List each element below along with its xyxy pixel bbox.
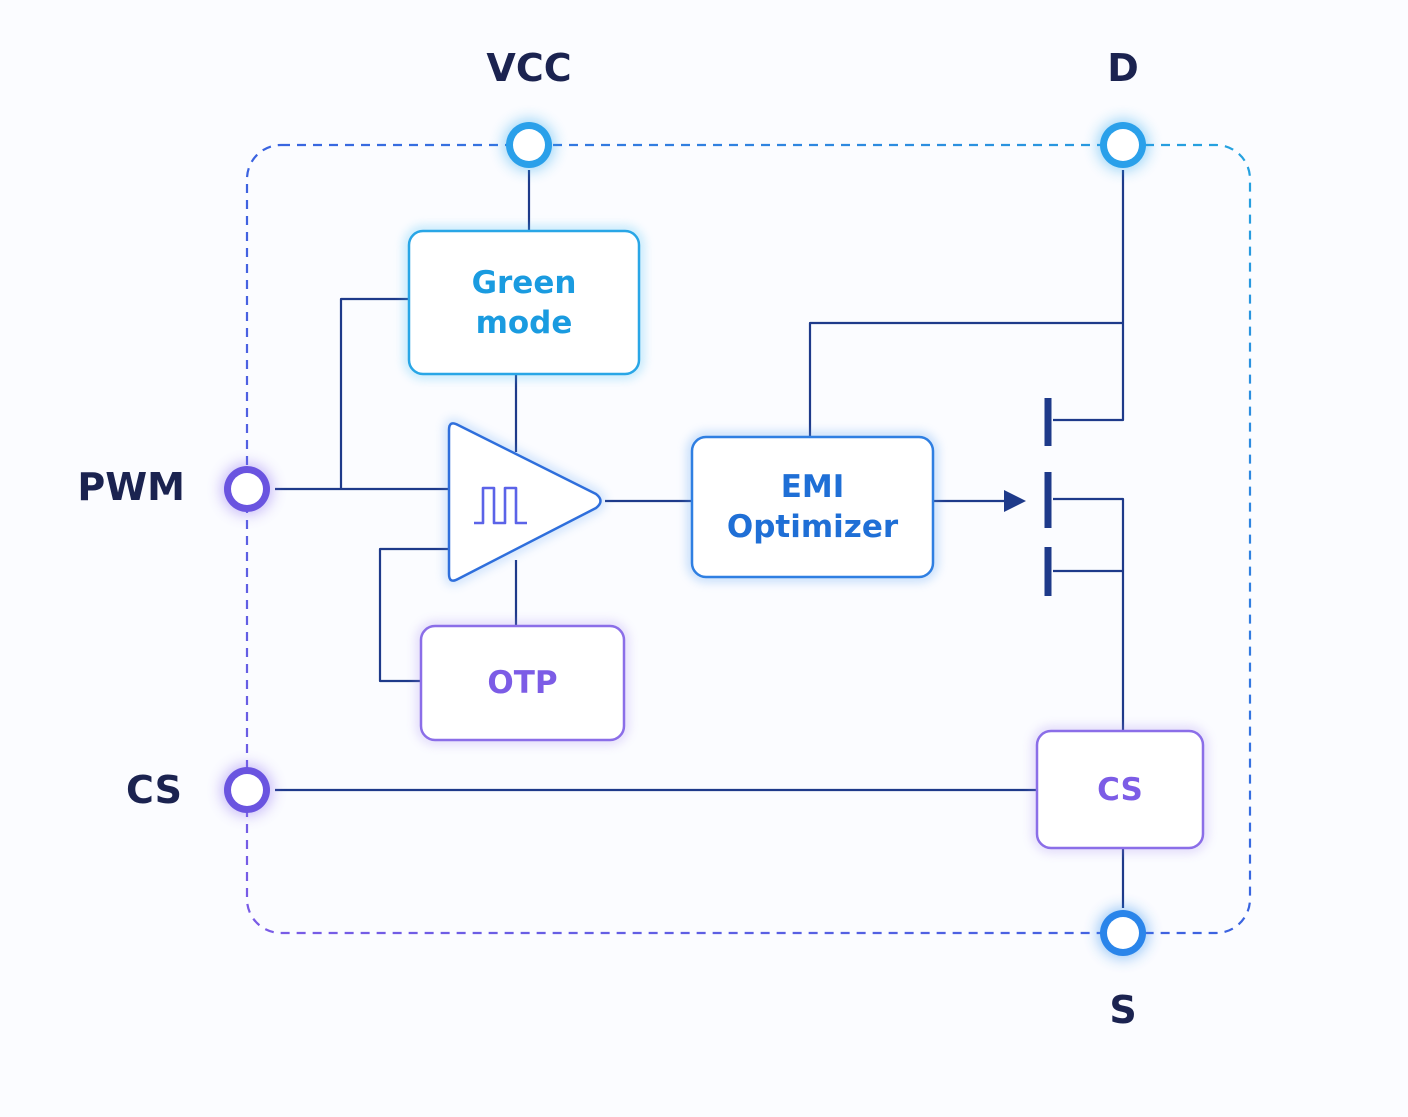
gate-arrow-icon bbox=[1004, 490, 1026, 512]
wire-source bbox=[1053, 497, 1125, 731]
wire-amp-otp-feedback bbox=[378, 547, 449, 683]
green-mode-block bbox=[407, 229, 641, 376]
pin-d[interactable] bbox=[1097, 119, 1149, 171]
wire-drain bbox=[1053, 170, 1125, 422]
emi-optimizer-label: EMI Optimizer bbox=[726, 469, 899, 545]
pin-label-pwm: PWM bbox=[77, 465, 185, 509]
pin-label-d: D bbox=[1107, 46, 1139, 90]
emi-optimizer-block bbox=[690, 435, 935, 579]
wire-pwm-green bbox=[339, 297, 409, 489]
pwm-comparator-triangle bbox=[447, 422, 602, 582]
pin-cs[interactable] bbox=[221, 764, 273, 816]
otp-label: OTP bbox=[487, 665, 558, 701]
green-mode-label: Green mode bbox=[471, 264, 577, 341]
pin-label-cs: CS bbox=[126, 768, 182, 812]
cs-sense-block bbox=[1035, 729, 1205, 850]
pin-label-s: S bbox=[1109, 988, 1137, 1032]
wire-emi-drain bbox=[808, 321, 1123, 437]
pin-s[interactable] bbox=[1097, 907, 1149, 959]
pin-pwm[interactable] bbox=[221, 463, 273, 515]
cs-sense-label: CS bbox=[1097, 771, 1143, 808]
pin-label-vcc: VCC bbox=[486, 46, 572, 90]
package-boundary bbox=[245, 143, 1252, 935]
wires bbox=[275, 170, 1125, 908]
pin-vcc[interactable] bbox=[503, 119, 555, 171]
otp-block bbox=[419, 624, 626, 742]
pulse-waveform-icon bbox=[474, 486, 527, 525]
